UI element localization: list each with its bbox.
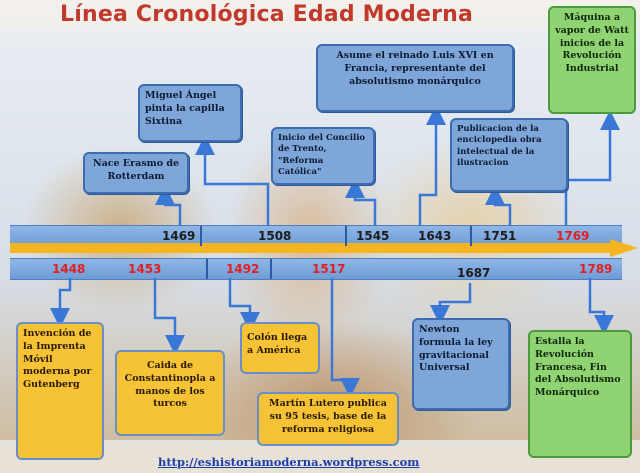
event-imprenta: Invención de la Imprenta Móvil moderna p… — [16, 322, 104, 460]
band-divider — [270, 259, 272, 279]
year-1508: 1508 — [258, 229, 292, 243]
year-1751: 1751 — [483, 229, 517, 243]
band-divider — [345, 226, 347, 246]
year-1769: 1769 — [556, 229, 590, 243]
year-1643: 1643 — [418, 229, 452, 243]
timeline-arrow — [10, 239, 638, 257]
event-colon: Colón llega a América — [240, 322, 320, 374]
band-divider — [200, 226, 202, 246]
year-1789: 1789 — [579, 262, 613, 276]
event-erasmo: Nace Erasmo de Rotterdam — [83, 152, 189, 194]
year-1448: 1448 — [52, 262, 86, 276]
band-divider — [470, 226, 472, 246]
band-divider — [206, 259, 208, 279]
lower-year-band — [10, 258, 622, 280]
year-1469: 1469 — [162, 229, 196, 243]
event-newton: Newton formula la ley gravitacional Univ… — [412, 318, 510, 410]
event-vapor-watt: Máquina a vapor de Watt inicios de la Re… — [548, 6, 636, 114]
event-lutero: Martín Lutero publica su 95 tesis, base … — [257, 392, 399, 446]
year-1492: 1492 — [226, 262, 260, 276]
year-1453: 1453 — [128, 262, 162, 276]
event-trento: Inicio del Concilio de Trento, "Reforma … — [271, 127, 375, 185]
page-title: Línea Cronológica Edad Moderna — [60, 2, 474, 27]
year-1545: 1545 — [356, 229, 390, 243]
year-1687: 1687 — [457, 266, 491, 280]
event-enciclopedia: Publicacion de la enciclopedia obra inte… — [450, 118, 568, 192]
event-constantinopla: Caida de Constantinopla a manos de los t… — [115, 350, 225, 436]
source-url[interactable]: http://eshistoriamoderna.wordpress.com — [158, 455, 420, 469]
event-revolucion-francesa: Estalla la Revolución Francesa, Fin del … — [528, 330, 632, 458]
event-miguel-angel: Miguel Ángel pinta la capilla Sixtina — [138, 84, 242, 142]
year-1517: 1517 — [312, 262, 346, 276]
event-luis-xvi: Asume el reinado Luis XVI en Francia, re… — [316, 44, 514, 112]
